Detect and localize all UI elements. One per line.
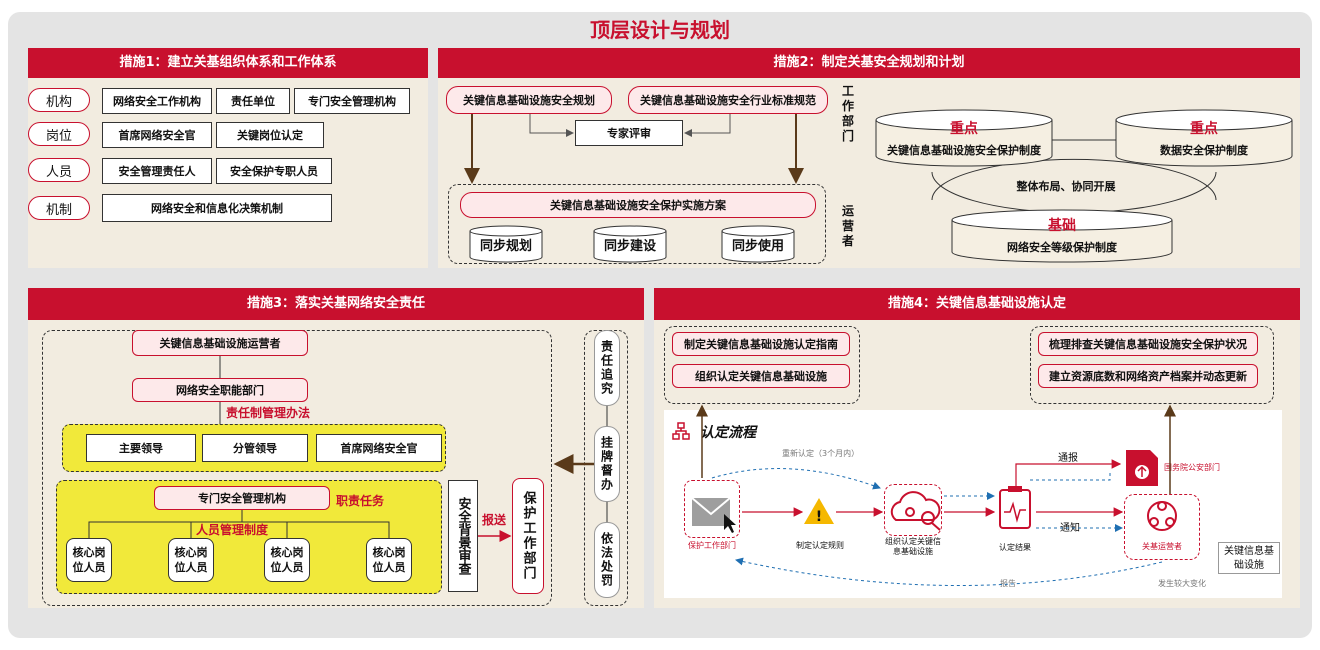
m4-notify1: 通报 <box>1058 453 1078 464</box>
m4-node-result: 认定结果 <box>999 543 1031 552</box>
m3-bg-check-text: 安全背景审查 <box>455 497 471 575</box>
m2-focus2-text: 数据安全保护制度 <box>1160 144 1248 157</box>
m2-review: 专家评审 <box>575 120 683 146</box>
m1-item: 安全保护专职人员 <box>216 158 332 184</box>
m3-core-staff: 核心岗位人员 <box>264 538 310 582</box>
m1-label-mech: 机制 <box>28 196 90 220</box>
m4-node-protect: 保护工作部门 <box>688 541 736 550</box>
m1-label-post: 岗位 <box>28 122 90 146</box>
m4-public-security: 国务院公安部门 <box>1164 463 1220 472</box>
m2-header: 措施2：制定关基安全规划和计划 <box>438 48 1300 78</box>
m2-sync-build-label: 同步建设 <box>603 238 656 254</box>
m1-header: 措施1：建立关基组织体系和工作体系 <box>28 48 428 78</box>
m4-left-item: 制定关键信息基础设施认定指南 <box>672 332 850 356</box>
m4-kii-label: 关键信息基础设施 <box>1218 542 1280 574</box>
m2-sync-plan: 同步规划 <box>470 226 542 262</box>
clipboard-icon <box>996 486 1034 530</box>
m3-operator: 关键信息基础设施运营者 <box>132 330 308 356</box>
m3-duty: 职责任务 <box>336 494 385 508</box>
document-icon <box>1124 448 1160 488</box>
m3-penalty-2: 挂牌督办 <box>594 426 620 502</box>
m2-dept-label: 工作部门 <box>841 84 854 143</box>
m1-label-org: 机构 <box>28 88 90 112</box>
m3-bg-check: 安全背景审查 <box>448 480 478 592</box>
warning-icon <box>804 496 834 524</box>
m3-penalty-2-text: 挂牌督办 <box>599 436 614 492</box>
m2-sync-use: 同步使用 <box>722 226 794 262</box>
m4-notify2: 通知 <box>1060 523 1080 534</box>
m3-penalty-3-text: 依法处罚 <box>599 532 614 588</box>
m4-report-back: 报告 <box>1000 579 1016 588</box>
m3-leader: 首席网络安全官 <box>316 434 442 462</box>
m1-item: 责任单位 <box>216 88 290 114</box>
m4-kii-label-text: 关键信息基础设施 <box>1224 546 1274 571</box>
m2-implementation: 关键信息基础设施安全保护实施方案 <box>460 192 816 218</box>
m1-item: 关键岗位认定 <box>216 122 324 148</box>
m1-item: 网络安全工作机构 <box>102 88 212 114</box>
m3-leader: 分管领导 <box>202 434 308 462</box>
m1-label-staff: 人员 <box>28 158 90 182</box>
m1-item: 安全管理责任人 <box>102 158 212 184</box>
m2-operator-group <box>448 184 826 264</box>
m2-base-title: 基础 <box>1048 218 1076 234</box>
cloud-gear-icon <box>884 484 942 536</box>
m3-function-dept: 网络安全职能部门 <box>132 378 308 402</box>
m4-node-rules: 制定认定规则 <box>796 541 844 550</box>
m4-left-group <box>664 326 860 404</box>
m3-leader: 主要领导 <box>86 434 196 462</box>
m3-report: 报送 <box>482 513 507 527</box>
m2-standard: 关键信息基础设施安全行业标准规范 <box>628 86 828 114</box>
m1-item: 专门安全管理机构 <box>294 88 410 114</box>
m4-header: 措施4：关键信息基础设施认定 <box>654 288 1300 320</box>
m3-core-staff: 核心岗位人员 <box>66 538 112 582</box>
m3-core-staff: 核心岗位人员 <box>168 538 214 582</box>
m2-operator-label: 运营者 <box>841 204 854 248</box>
m4-right-item: 梳理排查关键信息基础设施安全保护状况 <box>1038 332 1258 356</box>
mail-icon <box>684 480 740 538</box>
m4-recheck-label: 重新认定（3个月内） <box>782 449 860 458</box>
m3-protect-dept-text: 保护工作部门 <box>520 491 536 581</box>
m4-big-change: 发生较大变化 <box>1158 579 1206 588</box>
m4-right-group <box>1030 326 1274 404</box>
m4-node-organize: 组织认定关键信息基础设施 <box>885 537 941 556</box>
m3-resp-mgmt: 责任制管理办法 <box>226 406 311 420</box>
m4-left-item: 组织认定关键信息基础设施 <box>672 364 850 388</box>
m3-penalty-3: 依法处罚 <box>594 522 620 598</box>
m2-middle-text: 整体布局、协同开展 <box>1016 180 1116 193</box>
m3-header: 措施3：落实关基网络安全责任 <box>28 288 644 320</box>
m3-core-staff: 核心岗位人员 <box>366 538 412 582</box>
org-chart-icon <box>672 422 690 440</box>
m2-focus2-title: 重点 <box>1190 121 1218 137</box>
m3-protect-dept: 保护工作部门 <box>512 478 544 594</box>
m3-personnel-mgmt: 人员管理制度 <box>196 523 269 537</box>
m3-penalty-1-text: 责任追究 <box>599 340 614 396</box>
m4-node-operator: 关基运营者 <box>1142 542 1182 551</box>
page-title: 顶层设计与规划 <box>590 18 730 42</box>
m2-sync-build: 同步建设 <box>594 226 666 262</box>
m2-base-text: 网络安全等级保护制度 <box>1007 241 1117 254</box>
m4-right-item: 建立资源底数和网络资产档案并动态更新 <box>1038 364 1258 388</box>
m3-special-org: 专门安全管理机构 <box>154 486 330 510</box>
m1-item: 网络安全和信息化决策机制 <box>102 194 332 222</box>
m3-penalty-1: 责任追究 <box>594 330 620 406</box>
m2-plan: 关键信息基础设施安全规划 <box>446 86 612 114</box>
m2-sync-plan-label: 同步规划 <box>479 238 532 254</box>
m2-sync-use-label: 同步使用 <box>731 238 784 254</box>
m2-focus1-title: 重点 <box>950 121 978 137</box>
m4-flow-title: 认定流程 <box>700 425 756 441</box>
m2-focus1-text: 关键信息基础设施安全保护制度 <box>887 144 1041 157</box>
m1-item: 首席网络安全官 <box>102 122 212 148</box>
